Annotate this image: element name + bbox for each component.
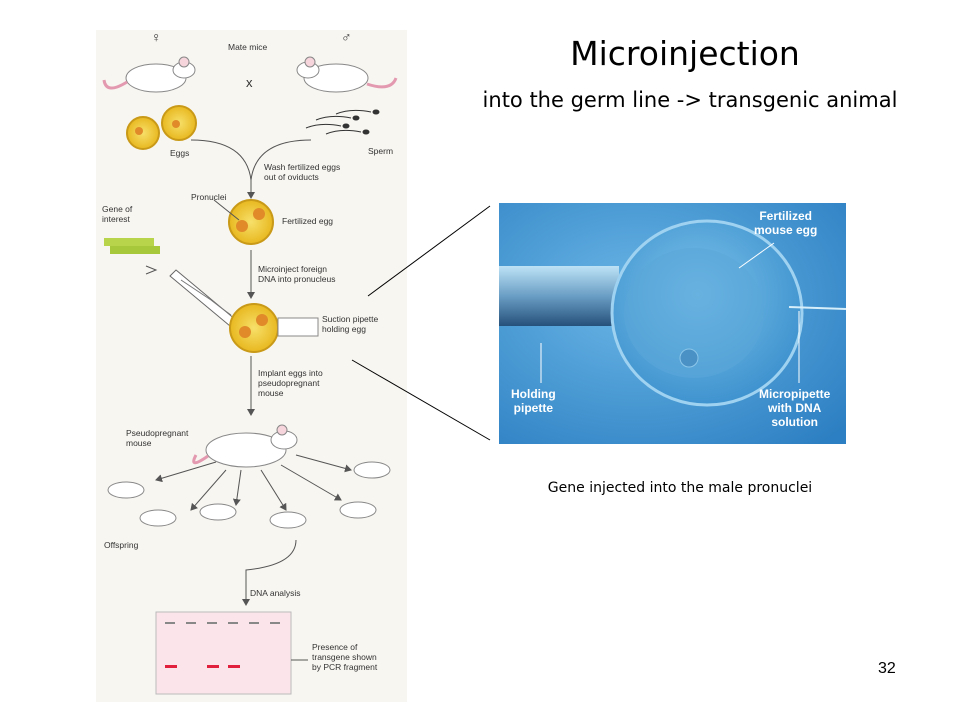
slide-title: Microinjection <box>570 34 800 73</box>
figure-drawing <box>102 56 398 695</box>
photo-drawing <box>499 203 846 444</box>
page-number: 32 <box>878 660 896 677</box>
implant-label: Implant eggs into pseudopregnant mouse <box>258 368 323 398</box>
slide-subtitle: into the germ line -> transgenic animal <box>482 88 898 112</box>
female-symbol: ♀ <box>151 29 162 45</box>
female-mouse <box>102 56 196 93</box>
holding-pipette <box>499 266 619 326</box>
fertilized-egg-photo-label: Fertilized mouse egg <box>754 209 818 237</box>
wash-label: Wash fertilized eggs out of oviducts <box>264 162 341 182</box>
fertilized-egg-label: Fertilized egg <box>282 216 334 226</box>
micropipette <box>788 306 846 310</box>
eggs-label: Eggs <box>170 148 190 158</box>
micropipette-label: Micropipette with DNA solution <box>759 387 831 429</box>
sperm-label: Sperm <box>368 146 394 156</box>
presence-label: Presence of transgene shown by PCR fragm… <box>312 642 378 672</box>
gene-of-interest-label: Gene of interest <box>102 204 133 224</box>
dna-analysis-label: DNA analysis <box>250 588 301 598</box>
offspring-mice <box>107 461 391 529</box>
mate-mice-label: Mate mice <box>228 42 268 52</box>
pronuclei-label: Pronuclei <box>191 192 227 202</box>
pseudopregnant-mouse <box>192 424 298 468</box>
offspring-arrows <box>155 454 352 511</box>
eggs <box>126 105 197 150</box>
offspring-label: Offspring <box>104 540 139 550</box>
pseudopregnant-label: Pseudopregnant mouse <box>126 428 189 448</box>
suction-label: Suction pipette holding egg <box>322 314 379 334</box>
male-symbol: ♂ <box>341 29 352 45</box>
sperm <box>305 109 380 135</box>
microinject-label: Microinject foreign DNA into pronucleus <box>258 264 336 284</box>
holding-pipette-label: Holding pipette <box>511 387 556 415</box>
injected-egg <box>229 303 319 353</box>
male-mouse <box>296 56 398 93</box>
pcr-gel <box>155 611 308 695</box>
cross-symbol: x <box>246 75 253 90</box>
gene-of-interest <box>104 238 160 275</box>
fertilized-egg <box>213 199 274 245</box>
photo-caption: Gene injected into the male pronuclei <box>547 480 813 496</box>
microinjection-figure: ♀ ♂ Mate mice x Eggs Sperm Wash fertiliz… <box>96 30 407 702</box>
microinjection-photo: Fertilized mouse egg Holding pipette Mic… <box>499 203 846 444</box>
